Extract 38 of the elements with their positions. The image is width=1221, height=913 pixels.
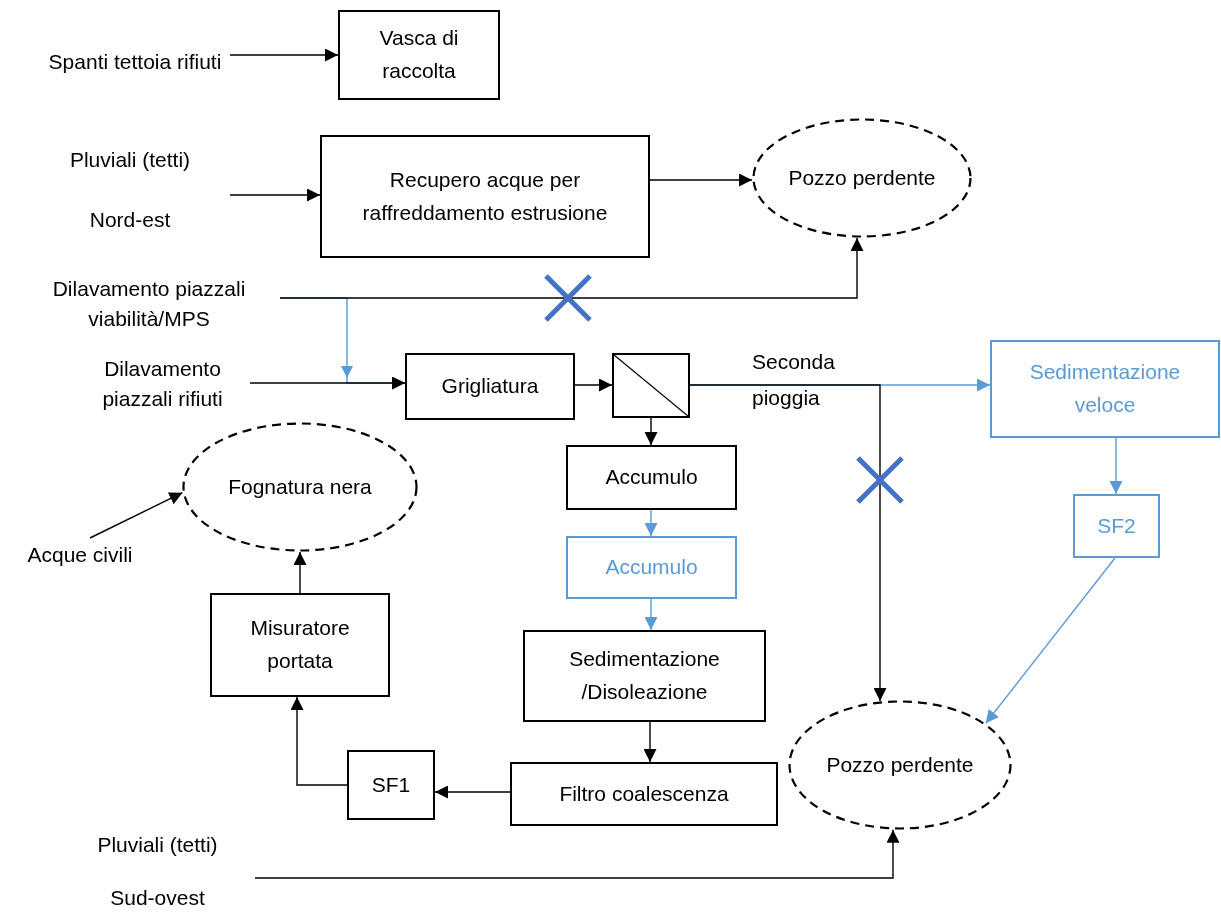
box-label: Pozzo perdente <box>825 751 975 778</box>
process-box <box>523 630 766 722</box>
box-label: Sedimentazione /Disoleazione <box>568 646 721 705</box>
input-label: Dilavamento piazzali rifiuti <box>101 355 224 412</box>
process-box <box>566 445 737 510</box>
process-box <box>1073 494 1160 558</box>
box-label: Vasca di raccolta <box>378 25 460 84</box>
box-label: SF2 <box>1096 512 1137 539</box>
separator-box <box>612 353 690 418</box>
input-label: Spanti tettoia rifiuti <box>47 49 223 76</box>
box-label: Pozzo perdente <box>787 164 937 191</box>
process-box <box>320 135 650 258</box>
input-label: Nord-est <box>88 206 172 233</box>
process-box <box>566 536 737 599</box>
process-box <box>210 593 390 697</box>
dashed-ellipse <box>752 118 972 238</box>
process-box <box>347 750 435 820</box>
box-label: Accumulo <box>604 464 699 491</box>
input-label: Sud-ovest <box>109 884 206 911</box>
dashed-ellipse <box>182 422 418 552</box>
input-label: Dilavamento piazzali viabilità/MPS <box>51 275 247 332</box>
process-box <box>510 762 778 826</box>
box-label: Filtro coalescenza <box>558 780 730 807</box>
box-label: Recupero acque per raffreddamento estrusione <box>361 166 609 226</box>
dashed-ellipse <box>788 700 1012 830</box>
box-label: Fognatura nera <box>227 473 373 500</box>
input-label: Pluviali (tetti) <box>96 832 219 858</box>
input-label: Pluviali (tetti) <box>68 147 192 173</box>
process-box <box>405 353 575 420</box>
box-label: Grigliatura <box>440 373 540 400</box>
box-label: Accumulo <box>604 554 699 581</box>
process-box <box>990 340 1220 438</box>
box-label: Sedimentazione veloce <box>1028 359 1182 418</box>
input-label: Acque civili <box>26 541 134 568</box>
box-label: Misuratore portata <box>249 615 351 674</box>
box-label: SF1 <box>370 771 412 798</box>
process-box <box>338 10 500 100</box>
edge-label: Seconda pioggia <box>752 349 836 411</box>
